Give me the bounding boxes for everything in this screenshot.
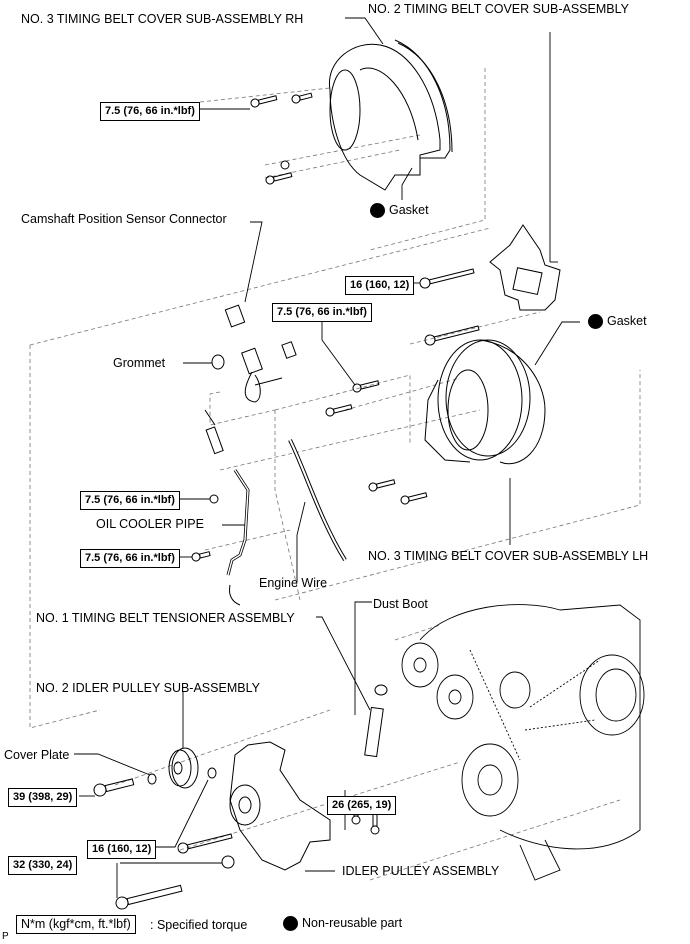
label-no2-cover: NO. 2 TIMING BELT COVER SUB-ASSEMBLY [368, 2, 629, 16]
no2-idler-pulley-drawing [147, 747, 217, 789]
label-cover-plate: Cover Plate [4, 748, 70, 762]
no2-timing-belt-cover-drawing [489, 224, 561, 311]
legend-nonreusable: Non-reusable part [283, 916, 403, 932]
label-oil-cooler-pipe: OIL COOLER PIPE [96, 517, 204, 531]
gasket-text: Gasket [389, 203, 429, 217]
idler-pulley-assembly-drawing [229, 741, 331, 871]
label-grommet: Grommet [113, 356, 166, 370]
torque-idler-bolt: 39 (398, 29) [8, 788, 78, 807]
torque-rh-bolt: 7.5 (76, 66 in.*lbf) [100, 102, 200, 121]
bolts [93, 92, 480, 910]
nonreusable-dot-icon [370, 203, 385, 219]
oil-cooler-pipe-drawing [204, 409, 250, 606]
label-no2-idler-pulley: NO. 2 IDLER PULLEY SUB-ASSEMBLY [36, 681, 260, 695]
label-no3-cover-rh: NO. 3 TIMING BELT COVER SUB-ASSEMBLY RH [21, 12, 304, 26]
label-gasket-mid: Gasket [588, 314, 647, 330]
label-no3-cover-lh: NO. 3 TIMING BELT COVER SUB-ASSEMBLY LH [368, 549, 649, 563]
legend-torque-unit: N*m (kgf*cm, ft.*lbf) [16, 915, 136, 934]
label-dust-boot: Dust Boot [373, 597, 428, 611]
no3-timing-belt-cover-lh-drawing [424, 339, 546, 465]
torque-no2-bolt: 16 (160, 12) [345, 276, 415, 295]
label-cam-sensor-connector: Camshaft Position Sensor Connector [21, 212, 227, 226]
sensor-and-wires-drawing [211, 304, 347, 562]
engine-drawing [401, 604, 645, 881]
leader-lines [74, 17, 580, 898]
label-tensioner: NO. 1 TIMING BELT TENSIONER ASSEMBLY [36, 611, 295, 625]
torque-tensioner-bolt: 26 (265, 19) [327, 796, 397, 815]
legend-torque-desc: : Specified torque [150, 918, 248, 932]
torque-pipe-upper: 7.5 (76, 66 in.*lbf) [80, 491, 180, 510]
nonreusable-dot-icon [588, 314, 603, 330]
tensioner-drawing [364, 684, 388, 758]
torque-idler-assy-bolt: 16 (160, 12) [87, 840, 157, 859]
label-engine-wire: Engine Wire [259, 576, 328, 590]
torque-pipe-lower: 7.5 (76, 66 in.*lbf) [80, 549, 180, 568]
gasket-text: Gasket [607, 314, 647, 328]
label-idler-pulley-assembly: IDLER PULLEY ASSEMBLY [342, 864, 500, 878]
corner-mark: P [2, 931, 9, 942]
torque-idler-assy-nut: 32 (330, 24) [8, 856, 78, 875]
label-gasket-top: Gasket [370, 203, 429, 219]
nonreusable-dot-icon [283, 916, 298, 932]
no3-timing-belt-cover-rh-drawing [329, 39, 453, 191]
torque-lh-bolt: 7.5 (76, 66 in.*lbf) [272, 303, 372, 322]
assembly-guide-lines [29, 68, 641, 881]
legend-nonreusable-text: Non-reusable part [302, 916, 403, 930]
